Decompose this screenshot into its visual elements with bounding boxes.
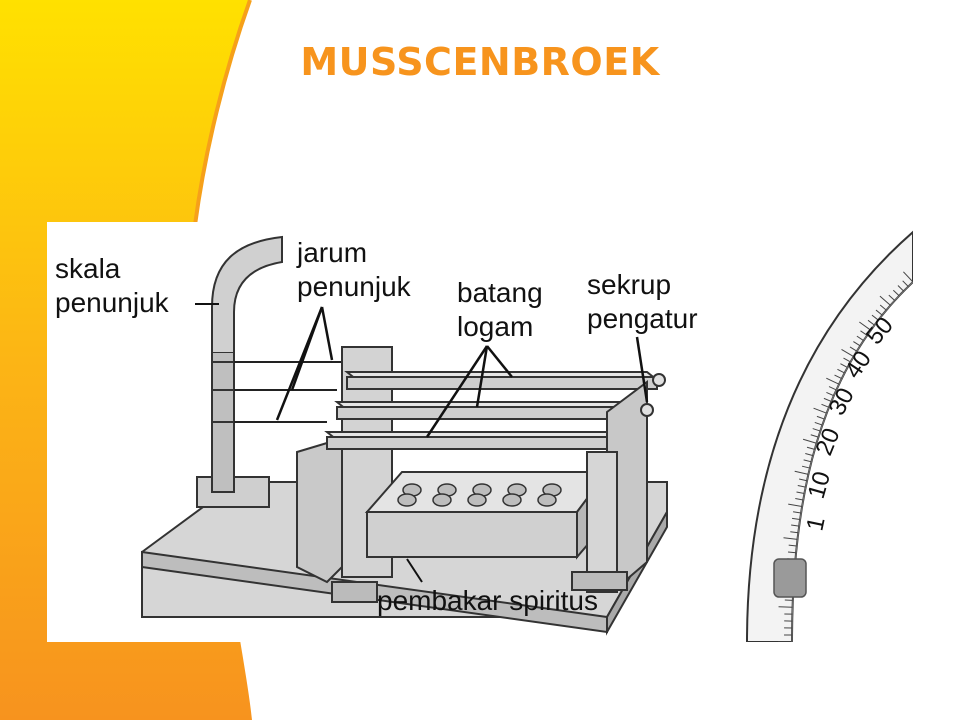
dial-tick	[783, 537, 798, 540]
dial-tick	[802, 438, 817, 444]
dial-tick	[867, 319, 875, 326]
label-sekrup-line2: pengatur	[587, 303, 698, 334]
dial-tick	[796, 491, 805, 495]
sekrup-pengatur-screw	[640, 373, 666, 417]
dial-tick	[791, 524, 800, 527]
dial-tick	[823, 397, 832, 402]
dial-tick	[813, 407, 827, 414]
label-sekrup-line1: sekrup	[587, 269, 671, 300]
dial-tick	[856, 335, 864, 341]
dial-tick	[853, 341, 861, 347]
dial-tick	[792, 517, 801, 521]
dial-tick	[795, 498, 804, 501]
dial-tick	[788, 544, 797, 547]
label-jarum-line1: jarum	[296, 237, 367, 268]
dial-tick	[814, 421, 823, 426]
dial-tick	[787, 551, 797, 554]
label-skala-line2: penunjuk	[55, 287, 170, 318]
dial-tick	[806, 446, 815, 450]
label-jarum-line2: penunjuk	[297, 271, 412, 302]
label-batang-line2: logam	[457, 311, 533, 342]
dial-tick	[812, 428, 821, 432]
dial-tick	[793, 511, 802, 514]
dial-tick	[790, 531, 799, 534]
dial-tick	[888, 294, 896, 301]
dial-tick	[841, 349, 854, 357]
dial-tick	[826, 392, 834, 397]
dial-tick	[840, 363, 848, 368]
dial-tick	[879, 304, 887, 311]
right-support	[571, 380, 648, 593]
dial-pivot-block	[773, 558, 807, 598]
dial-tick	[837, 368, 845, 374]
dial-tick	[860, 330, 868, 336]
label-pembakar: pembakar spiritus	[377, 585, 598, 616]
dial-tick	[810, 434, 819, 438]
dial-tick	[902, 280, 909, 287]
label-batang-line1: batang	[457, 277, 543, 308]
dial-tick	[849, 346, 858, 352]
dial-tick	[797, 485, 806, 488]
jarum-penunjuk-needles	[234, 361, 347, 423]
label-skala-line1: skala	[55, 253, 121, 284]
dial-tick	[879, 295, 891, 306]
slide-title: MUSSCENBROEK	[300, 40, 660, 84]
dial-tick	[892, 289, 900, 297]
dial-tick	[859, 321, 871, 331]
dial-tick	[834, 374, 842, 380]
dial-tick	[875, 309, 883, 316]
dial-tick	[871, 314, 879, 321]
dial-tick	[788, 503, 803, 507]
dial-tick	[821, 403, 830, 408]
dial-tick	[794, 470, 809, 475]
dial-tick	[828, 386, 837, 391]
dial-tick	[816, 415, 825, 420]
dial-tick	[803, 459, 812, 463]
dial-tick	[826, 377, 840, 385]
musschenbroek-apparatus-diagram: skala penunjuk jarum penunjuk batang log…	[47, 222, 913, 642]
pembakar-spiritus-burner	[364, 469, 609, 560]
dial-tick	[799, 478, 808, 482]
dial-tick	[897, 285, 904, 292]
dial-tick	[843, 357, 851, 363]
skala-penunjuk-scale	[196, 235, 283, 508]
dial-label-1: 1	[801, 515, 830, 534]
dial-tick	[903, 271, 913, 283]
dial-tick	[805, 453, 814, 457]
dial-tick	[801, 465, 810, 469]
